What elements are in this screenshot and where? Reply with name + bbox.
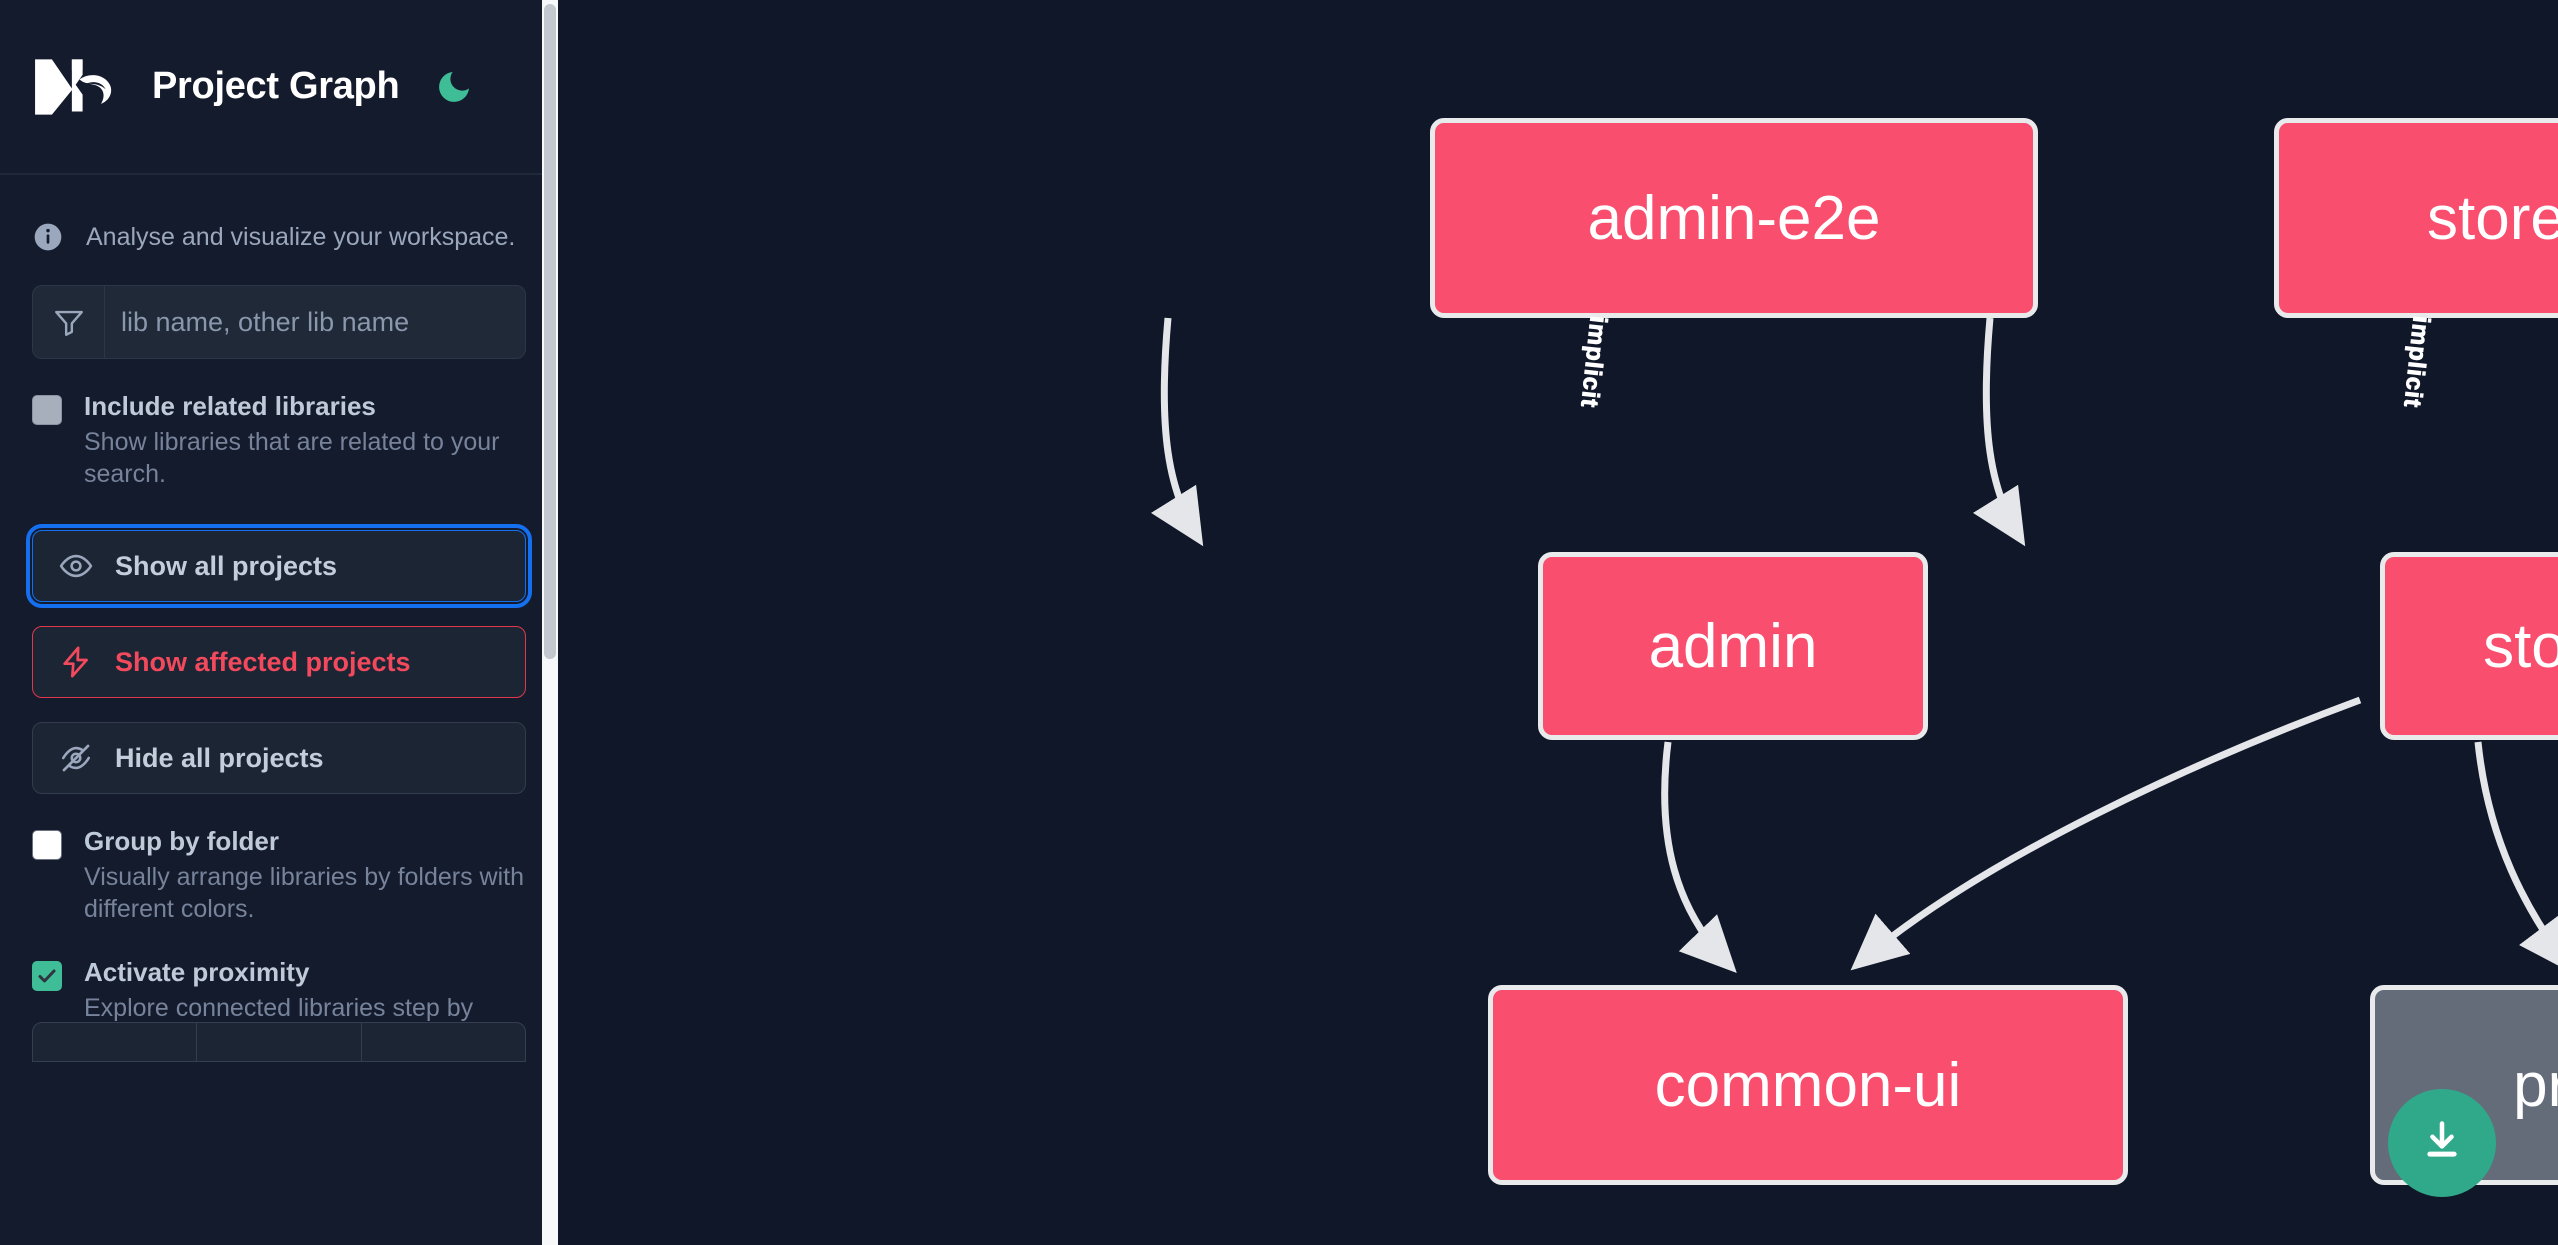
eye-off-icon — [59, 741, 93, 775]
proximity-step-value[interactable] — [197, 1023, 362, 1062]
activate-proximity-checkbox[interactable] — [32, 961, 62, 992]
proximity-step-increase[interactable] — [362, 1023, 525, 1061]
graph-node-admin[interactable]: admin — [1538, 552, 1928, 740]
nx-logo-icon — [32, 56, 124, 118]
funnel-icon — [33, 286, 105, 358]
graph-node-label: admin-e2e — [1587, 183, 1881, 253]
edge-store-to-common-ui — [1850, 696, 2362, 971]
download-icon — [2416, 1116, 2468, 1171]
tagline-text: Analyse and visualize your workspace. — [86, 222, 516, 251]
edge-admin-to-common-ui — [1661, 741, 1737, 974]
show-affected-projects-button[interactable]: Show affected projects — [32, 626, 526, 699]
sidebar-body: Analyse and visualize your workspace. In… — [0, 175, 558, 1063]
page-title: Project Graph — [152, 65, 400, 107]
edge-admin-e2e-to-admin — [1150, 317, 1204, 547]
hide-all-projects-label: Hide all projects — [115, 742, 324, 773]
show-affected-projects-label: Show affected projects — [115, 646, 411, 677]
group-by-folder-description: Visually arrange libraries by folders wi… — [84, 863, 525, 924]
graph-canvas[interactable]: admin-e2e store-e2e admin store common-u… — [558, 0, 2558, 1245]
tagline: Analyse and visualize your workspace. — [32, 175, 526, 265]
proximity-step-decrease[interactable] — [33, 1023, 198, 1062]
checkbox-include-related-libraries[interactable]: Include related libraries Show libraries… — [32, 391, 526, 490]
graph-node-label: store-e2e — [2427, 183, 2558, 253]
sidebar-scrollbar-track[interactable] — [542, 0, 558, 1245]
show-all-projects-button[interactable]: Show all projects — [26, 524, 532, 609]
graph-node-label: admin — [1648, 611, 1818, 681]
include-related-libraries-label: Include related libraries — [84, 391, 376, 421]
sidebar-scrollbar-thumb[interactable] — [544, 4, 556, 659]
graph-node-common-ui[interactable]: common-ui — [1488, 985, 2128, 1185]
lightning-bolt-icon — [59, 645, 93, 679]
group-by-folder-checkbox[interactable] — [32, 830, 62, 861]
filter-row — [32, 285, 526, 359]
proximity-step-controls[interactable] — [32, 1022, 526, 1063]
activate-proximity-label: Activate proximity — [84, 957, 310, 988]
show-all-projects-label: Show all projects — [115, 550, 338, 581]
download-graph-button[interactable] — [2388, 1089, 2496, 1197]
sidebar: Project Graph Analyse and visualize your… — [0, 0, 558, 1245]
graph-action-buttons: Show all projects Show affected projects — [26, 524, 532, 795]
group-by-folder-label: Group by folder — [84, 826, 279, 857]
graph-node-admin-e2e[interactable]: admin-e2e — [1430, 118, 2038, 318]
include-related-libraries-checkbox[interactable] — [32, 395, 62, 425]
graph-node-label: common-ui — [1654, 1050, 1962, 1120]
search-input[interactable] — [105, 286, 525, 358]
edge-store-e2e-to-store — [1972, 317, 2026, 547]
graph-node-label: store — [2483, 611, 2558, 681]
graph-node-label: products — [2513, 1050, 2558, 1120]
checkbox-activate-proximity[interactable]: Activate proximity Explore connected lib… — [32, 957, 526, 1056]
hide-all-projects-button[interactable]: Hide all projects — [32, 722, 526, 795]
graph-node-store-e2e[interactable]: store-e2e — [2274, 118, 2558, 318]
info-icon — [32, 221, 64, 253]
eye-icon — [59, 549, 93, 583]
sidebar-header: Project Graph — [0, 0, 558, 175]
moon-icon[interactable] — [431, 64, 477, 110]
graph-node-store[interactable]: store — [2380, 552, 2558, 740]
edge-store-to-products — [2474, 741, 2558, 974]
checkbox-group-by-folder[interactable]: Group by folder Visually arrange librari… — [32, 826, 526, 925]
include-related-libraries-description: Show libraries that are related to your … — [84, 428, 500, 489]
graph-edges — [1150, 317, 2558, 974]
